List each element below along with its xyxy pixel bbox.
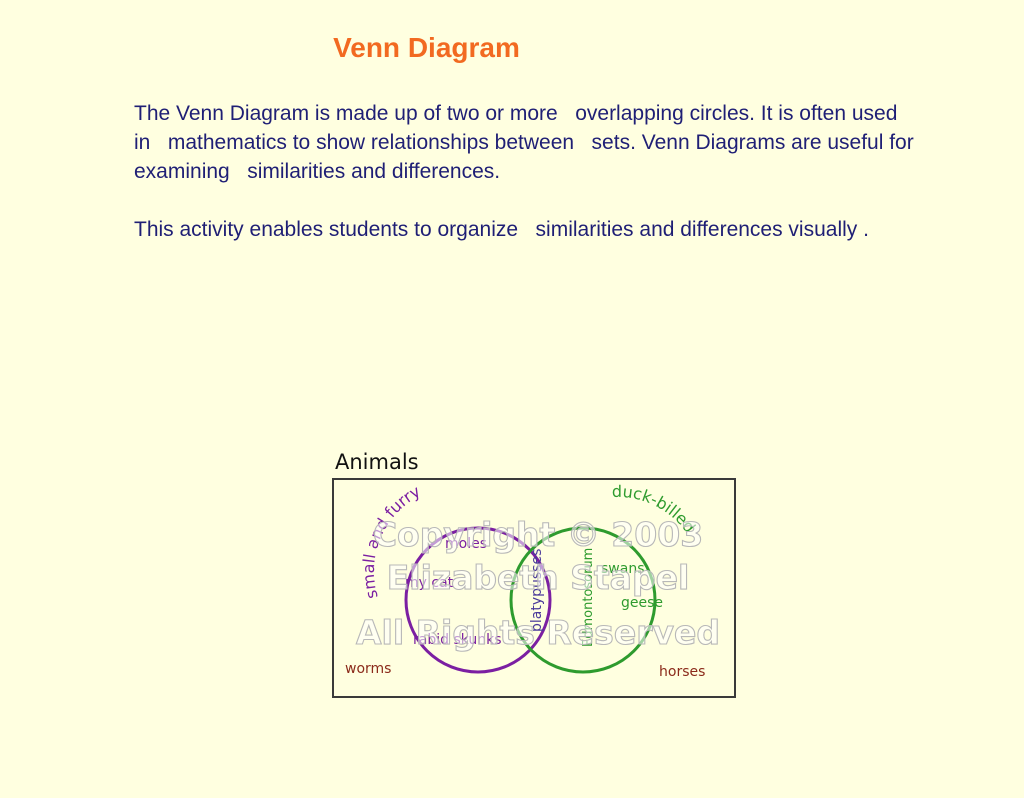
item-platypusses: platypusses xyxy=(529,549,545,632)
copyright-watermark: Copyright © 2003 Elizabeth Stapel All Ri… xyxy=(355,514,720,652)
activity-paragraph: This activity enables students to organi… xyxy=(134,218,869,241)
universe-label: Animals xyxy=(335,450,419,474)
watermark-line-3: All Rights Reserved xyxy=(356,613,720,652)
item-my-cat: my cat xyxy=(405,575,454,591)
intro-paragraph: The Venn Diagram is made up of two or mo… xyxy=(134,102,920,183)
watermark-line-2: Elizabeth Stapel xyxy=(387,558,690,597)
item-moles: moles xyxy=(445,536,487,552)
item-horses: horses xyxy=(659,664,705,680)
universe-frame xyxy=(332,478,736,698)
item-geese: geese xyxy=(621,595,663,611)
item-rabid-skunks: rabid skunks xyxy=(413,632,502,648)
page-title: Venn Diagram xyxy=(333,32,520,63)
circle-duck-billed xyxy=(509,526,657,674)
venn-diagram: Animals small and furry duck-billed mole… xyxy=(332,450,736,698)
venn-diagram-figure: Animals small and furry duck-billed mole… xyxy=(330,447,740,702)
watermark-line-1: Copyright © 2003 xyxy=(373,515,703,554)
item-worms: worms xyxy=(345,661,391,677)
item-swans: swans xyxy=(601,561,645,577)
circle-small-and-furry xyxy=(404,526,552,674)
item-edmontosorum: Edmontosorum xyxy=(581,548,596,647)
